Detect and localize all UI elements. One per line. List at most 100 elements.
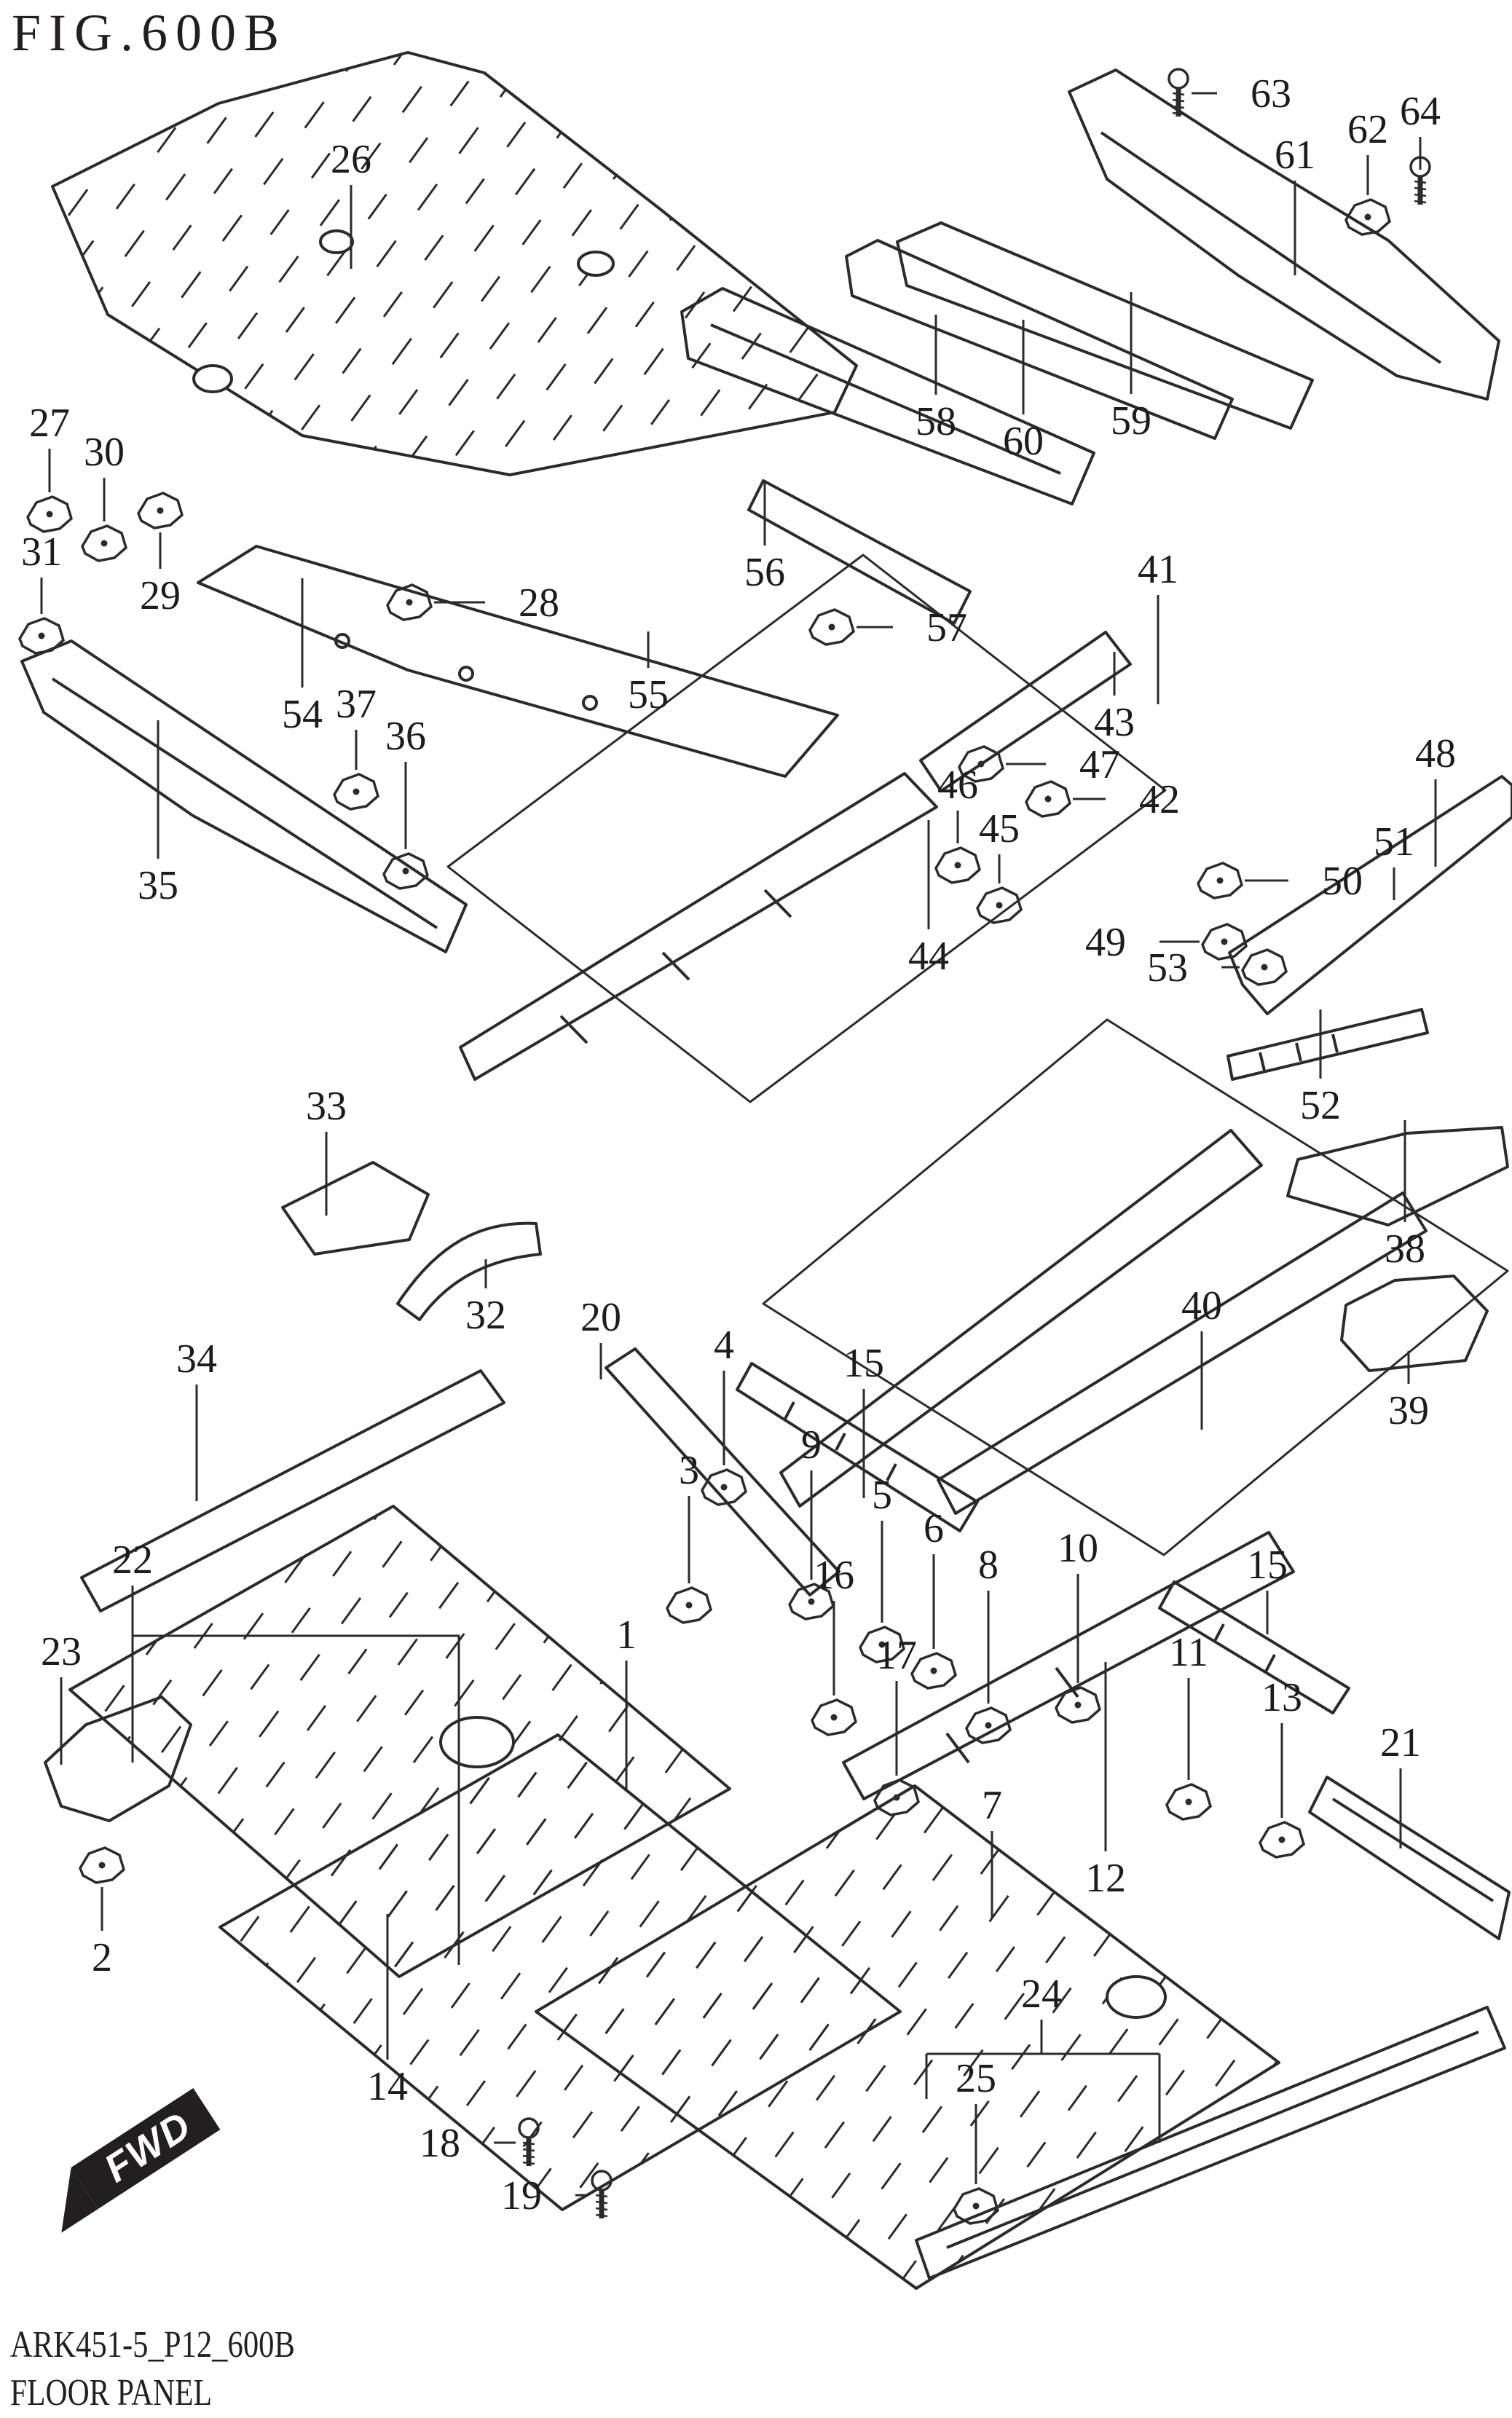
callout-number: 18 — [420, 2121, 460, 2166]
small-part-outline — [965, 1706, 1012, 1744]
small-part-outline — [1344, 198, 1391, 236]
callout-19: 19 — [501, 2170, 613, 2218]
part-crease — [1295, 1042, 1302, 1062]
footer-part-code: ARK451-5_P12_600B — [10, 2324, 295, 2366]
callout-number: 22 — [112, 1537, 153, 1583]
callout-48: 48 — [1415, 731, 1456, 867]
part-hole — [954, 862, 961, 869]
callout-30: 30 — [81, 430, 127, 562]
part-hole — [1261, 964, 1268, 971]
callout-number: 48 — [1415, 731, 1456, 776]
fwd-label: FWD — [97, 2103, 200, 2191]
callout-39: 39 — [1388, 1351, 1429, 1433]
bolt-thread — [522, 2161, 535, 2165]
callout-6: 6 — [910, 1506, 957, 1690]
bolt-thread — [1172, 98, 1185, 103]
bracket-line — [925, 2052, 1161, 2143]
callout-number: 38 — [1385, 1226, 1425, 1272]
bolt-head-icon — [518, 2117, 540, 2139]
callout-9: 9 — [788, 1422, 835, 1620]
part-side-member — [20, 639, 468, 953]
callout-23: 23 — [41, 1629, 82, 1765]
small-part-outline — [934, 846, 981, 884]
group-outline-box — [762, 1018, 1509, 1556]
callout-21: 21 — [1380, 1720, 1421, 1848]
callout-number: 57 — [926, 605, 967, 650]
callout-number: 35 — [138, 863, 178, 908]
callout-number: 11 — [1169, 1630, 1208, 1675]
callout-63: 63 — [1168, 68, 1291, 117]
callout-number: 19 — [501, 2173, 542, 2218]
part-rear-floor-panel — [51, 51, 858, 476]
callout-number: 46 — [937, 763, 978, 808]
callout-22: 22 — [112, 1537, 153, 1637]
bolt-thread — [1414, 200, 1427, 204]
small-part-outline — [958, 745, 1004, 783]
part-crease — [946, 2031, 1479, 2249]
callout-number: 12 — [1085, 1856, 1126, 1901]
callout-number: 15 — [843, 1341, 884, 1386]
part-reinforcement-strip — [1158, 1580, 1350, 1714]
part-crease — [1259, 1052, 1266, 1071]
part-hole — [985, 1722, 992, 1729]
part-crease — [1331, 1797, 1495, 1902]
callout-46: 46 — [934, 763, 981, 884]
small-part-outline — [1259, 1821, 1305, 1859]
callout-number: 39 — [1388, 1388, 1429, 1433]
callout-18: 18 — [420, 2117, 540, 2166]
small-part-outline — [701, 1468, 747, 1506]
part-crease — [1264, 1654, 1276, 1672]
callout-44: 44 — [908, 820, 949, 979]
callout-number: 58 — [916, 399, 956, 444]
callout-number: 40 — [1181, 1283, 1222, 1328]
bolt-thread — [595, 2194, 608, 2198]
part-hole — [1278, 1836, 1285, 1843]
callout-number: 24 — [1021, 1972, 1062, 2017]
small-part-outline — [859, 1626, 905, 1663]
part-crease — [784, 1401, 795, 1419]
callout-5: 5 — [859, 1473, 905, 1663]
callout-number: 6 — [924, 1506, 944, 1551]
callout-31: 31 — [18, 529, 65, 655]
callout-number: 62 — [1347, 107, 1388, 152]
callout-number: 36 — [385, 714, 426, 759]
part-hole — [157, 507, 164, 514]
callout-number: 5 — [872, 1473, 892, 1518]
callout-57: 57 — [808, 605, 967, 650]
callout-number: 55 — [628, 672, 669, 717]
callout-25: 25 — [953, 2056, 999, 2225]
small-part-outline — [79, 1846, 125, 1884]
part-hole — [582, 695, 598, 711]
callout-number: 20 — [580, 1295, 621, 1340]
callout-number: 29 — [140, 573, 181, 618]
callout-16: 16 — [811, 1553, 857, 1736]
part-side-member-assembly — [197, 545, 839, 778]
callout-number: 16 — [814, 1553, 854, 1598]
callout-number: 50 — [1322, 859, 1363, 904]
panel-hole — [577, 251, 615, 277]
callout-2: 2 — [79, 1846, 125, 1980]
callout-number: 8 — [978, 1543, 999, 1588]
part-crease — [1331, 1033, 1339, 1053]
callout-50: 50 — [1197, 859, 1363, 904]
callout-number: 23 — [41, 1629, 82, 1674]
bolt-thread — [595, 2207, 608, 2211]
callout-number: 59 — [1111, 398, 1151, 444]
callout-36: 36 — [382, 714, 429, 890]
part-hole — [720, 1484, 728, 1491]
callout-number: 44 — [908, 934, 949, 979]
part-hole — [972, 2202, 980, 2210]
bolt-thread — [1172, 92, 1185, 96]
callout-number: 64 — [1400, 89, 1441, 134]
callout-number: 33 — [306, 1084, 347, 1129]
callout-15: 15 — [843, 1341, 884, 1498]
bolt-thread — [1414, 180, 1427, 184]
small-part-outline — [811, 1698, 857, 1736]
small-part-outline — [873, 1779, 920, 1816]
part-hole — [808, 1598, 815, 1605]
callout-13: 13 — [1259, 1675, 1305, 1859]
callout-number: 15 — [1247, 1543, 1288, 1588]
callout-24: 24 — [1021, 1972, 1062, 2054]
fwd-arrow: FWD — [61, 2088, 221, 2233]
